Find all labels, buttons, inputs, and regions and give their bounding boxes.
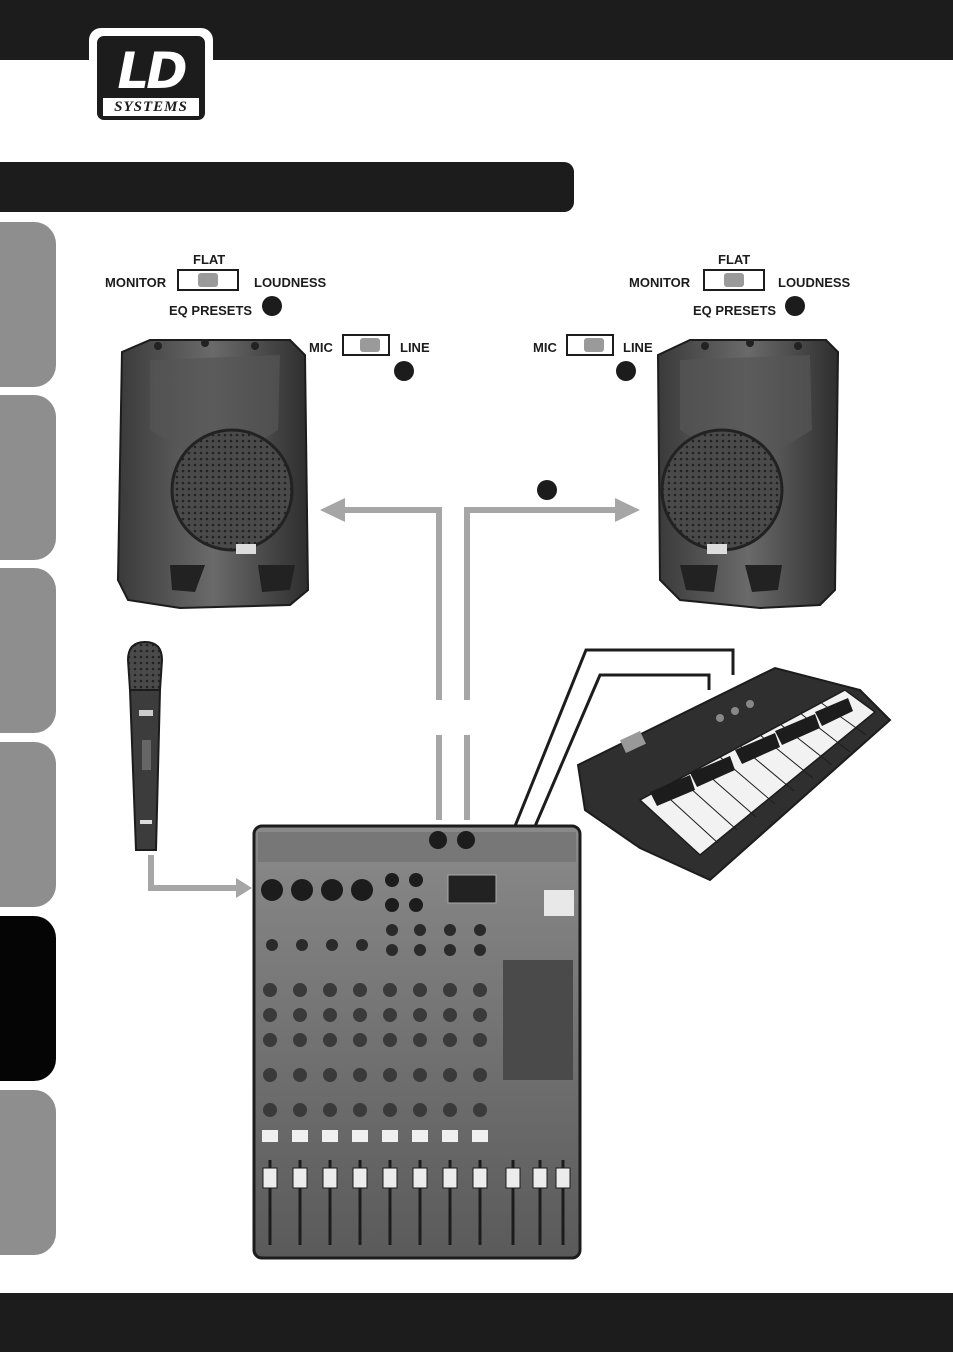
side-tab-5-active[interactable] <box>0 916 56 1081</box>
side-tab-4[interactable] <box>0 742 56 907</box>
left-loudness-label: LOUDNESS <box>254 275 327 290</box>
right-monitor-label: MONITOR <box>629 275 691 290</box>
cable-left-speaker <box>345 507 442 820</box>
left-monitor-label: MONITOR <box>105 275 167 290</box>
left-mic-label: MIC <box>309 340 333 355</box>
right-input-switch[interactable] <box>566 334 614 356</box>
logo-brand: LD <box>117 42 187 100</box>
arrow-to-left-speaker <box>320 498 345 522</box>
right-eq-presets-knob[interactable] <box>785 296 805 316</box>
right-input-switch-knob <box>584 338 604 352</box>
footer-bar <box>0 1293 953 1352</box>
cable-keyboard-inner <box>480 648 735 946</box>
right-loudness-label: LOUDNESS <box>778 275 851 290</box>
keyboard <box>576 666 892 882</box>
right-line-label: LINE <box>623 340 653 355</box>
right-flat-label: FLAT <box>718 252 751 267</box>
left-speaker <box>116 339 310 610</box>
microphone <box>126 640 164 851</box>
left-eq-switch[interactable] <box>177 269 239 291</box>
cable-microphone <box>148 855 240 891</box>
cable-right-speaker <box>464 507 615 820</box>
left-line-label: LINE <box>400 340 430 355</box>
right-speaker <box>656 339 840 610</box>
mixer-main-output-marker <box>537 480 557 500</box>
right-eq-switch[interactable] <box>703 269 765 291</box>
arrow-to-mixer-mic <box>236 878 252 898</box>
side-tab-3[interactable] <box>0 568 56 733</box>
arrow-to-right-speaker <box>615 498 640 522</box>
left-eq-presets-knob[interactable] <box>262 296 282 316</box>
right-eq-switch-knob <box>724 273 744 287</box>
left-flat-label: FLAT <box>193 252 226 267</box>
left-input-switch[interactable] <box>342 334 390 356</box>
side-tab-1[interactable] <box>0 222 56 387</box>
left-input-switch-knob <box>360 338 380 352</box>
right-eq-presets-label: EQ PRESETS <box>693 303 777 318</box>
mixer <box>252 824 582 1260</box>
side-tab-2[interactable] <box>0 395 56 560</box>
left-gain-knob[interactable] <box>394 361 414 381</box>
ld-systems-logo: LD SYSTEMS <box>89 28 213 128</box>
side-tab-6[interactable] <box>0 1090 56 1255</box>
logo-subtitle: SYSTEMS <box>103 98 199 116</box>
right-mic-label: MIC <box>533 340 557 355</box>
left-eq-switch-knob <box>198 273 218 287</box>
left-eq-presets-label: EQ PRESETS <box>169 303 253 318</box>
section-title-bar <box>0 162 574 212</box>
right-gain-knob[interactable] <box>616 361 636 381</box>
